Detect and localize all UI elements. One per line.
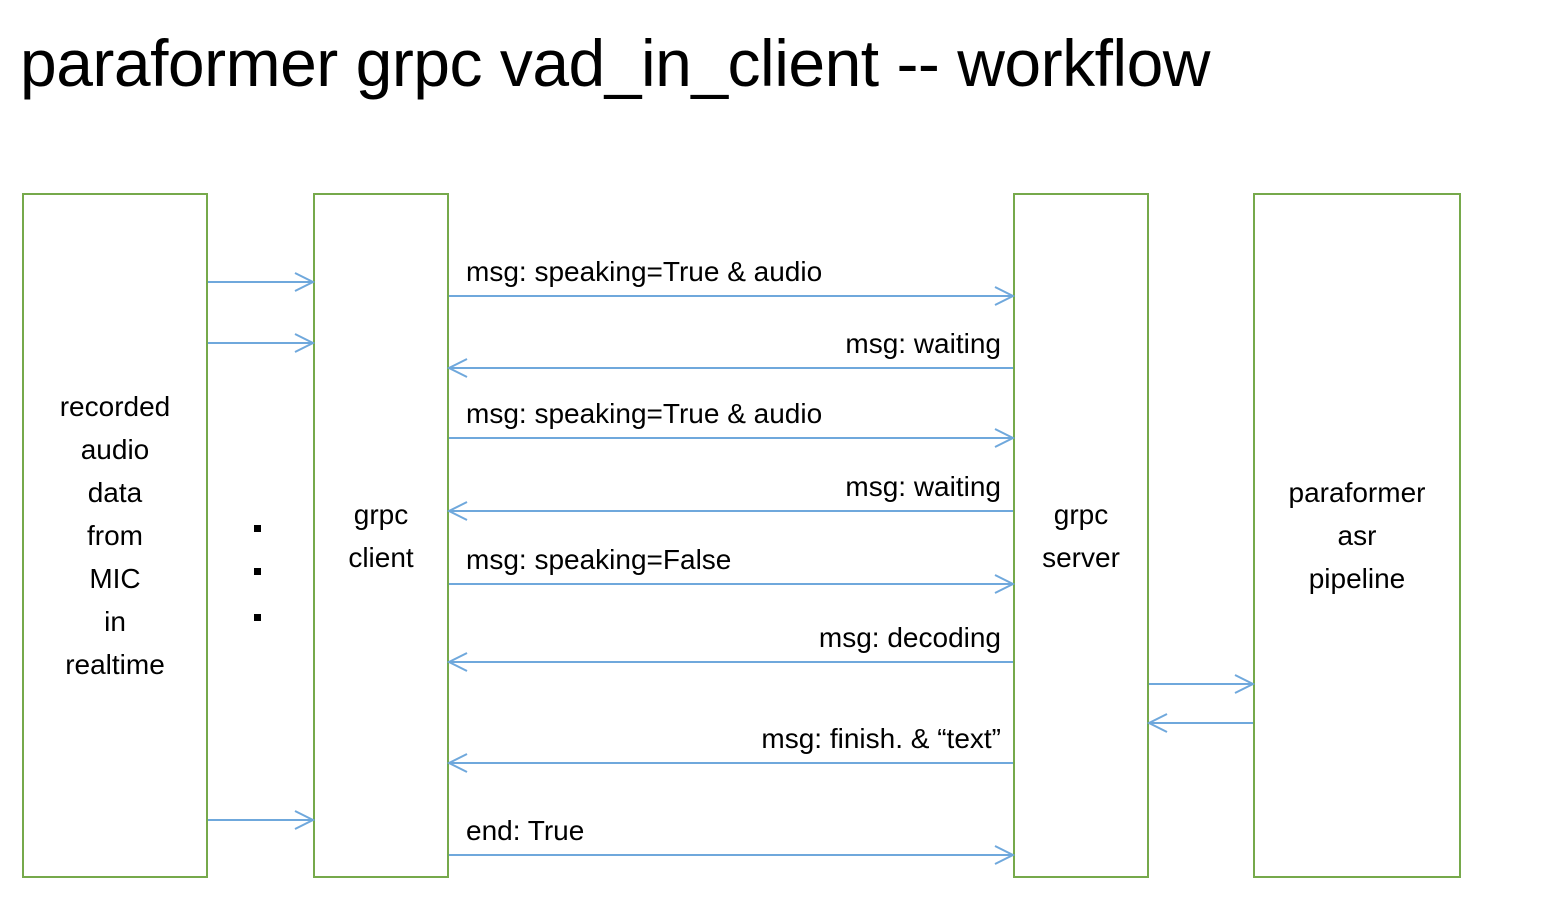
node-label-recorded-audio: recorded audio data from MIC in realtime <box>59 391 171 680</box>
message-label-6: msg: decoding <box>818 622 1001 653</box>
node-label-asr-pipeline: paraformer asr pipeline <box>1288 477 1426 594</box>
message-label-5: msg: speaking=False <box>466 544 732 575</box>
message-label-8: end: True <box>466 815 585 846</box>
node-label-grpc-server: grpc server <box>1042 498 1120 573</box>
page-title: paraformer grpc vad_in_client -- workflo… <box>20 26 1210 100</box>
node-label-grpc-client: grpc client <box>348 498 414 573</box>
ellipsis-dot <box>254 568 261 575</box>
node-box-grpc-server: grpc server <box>1013 193 1149 878</box>
node-box-grpc-client: grpc client <box>313 193 449 878</box>
message-label-3: msg: speaking=True & audio <box>466 398 823 429</box>
arrow-server-to-pipeline-1 <box>1149 673 1256 695</box>
vertical-ellipsis-icon <box>248 516 272 636</box>
arrow-server-to-pipeline-2 <box>1146 712 1253 734</box>
message-label-2: msg: waiting <box>845 328 1001 359</box>
message-label-4: msg: waiting <box>845 471 1001 502</box>
node-box-recorded-audio: recorded audio data from MIC in realtime <box>22 193 208 878</box>
ellipsis-dot <box>254 614 261 621</box>
message-label-1: msg: speaking=True & audio <box>466 256 823 287</box>
arrow-mic-to-client-2 <box>208 332 316 354</box>
arrow-mic-to-client-3 <box>208 809 316 831</box>
message-label-7: msg: finish. & “text” <box>761 723 1001 754</box>
arrow-mic-to-client-1 <box>208 271 316 293</box>
ellipsis-dot <box>254 525 261 532</box>
node-box-asr-pipeline: paraformer asr pipeline <box>1253 193 1461 878</box>
